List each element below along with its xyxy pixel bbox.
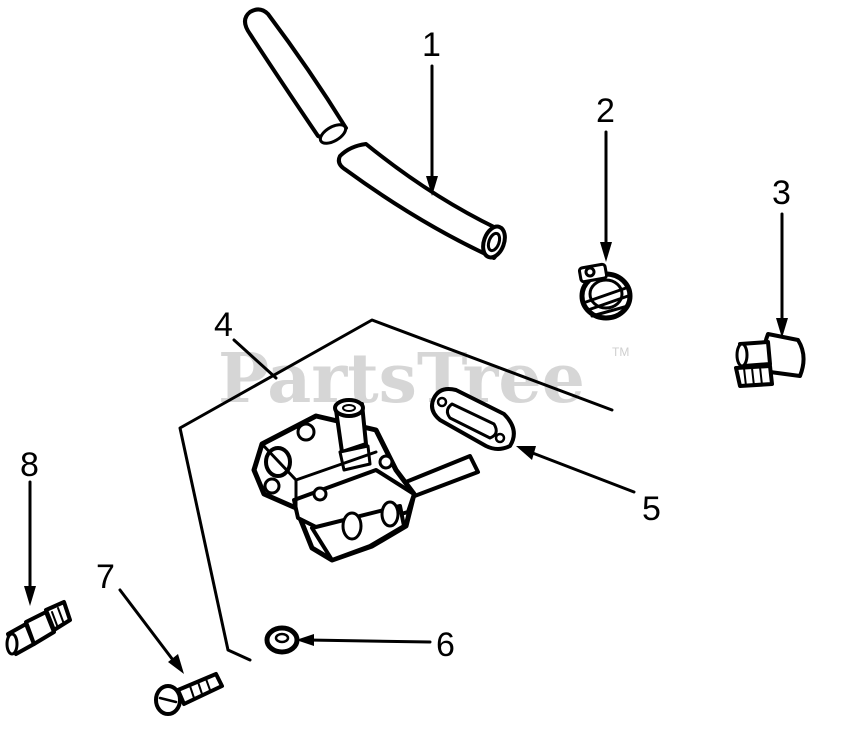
callout-6: 6 bbox=[436, 626, 455, 664]
fuel-pump-part[interactable] bbox=[251, 398, 480, 563]
watermark-tm: TM bbox=[612, 345, 629, 359]
barbed-fitting-part[interactable] bbox=[5, 600, 72, 656]
callout-3: 3 bbox=[772, 174, 791, 212]
hose-clamp-part[interactable] bbox=[577, 262, 633, 321]
fuel-hose-part[interactable] bbox=[243, 7, 509, 260]
callout-5: 5 bbox=[642, 490, 661, 528]
callout-4: 4 bbox=[214, 306, 233, 344]
callout-8: 8 bbox=[20, 446, 39, 484]
screw-part[interactable] bbox=[154, 672, 224, 716]
callout-1: 1 bbox=[422, 26, 441, 64]
elbow-fitting-part[interactable] bbox=[734, 332, 806, 388]
callout-2: 2 bbox=[596, 92, 615, 130]
fuel-pump-group-outline bbox=[178, 318, 614, 662]
callout-7: 7 bbox=[96, 558, 115, 596]
watermark-text: PartsTree bbox=[218, 339, 585, 419]
leader-lines bbox=[24, 64, 788, 674]
washer-part[interactable] bbox=[264, 625, 300, 655]
gasket-part[interactable] bbox=[430, 387, 516, 451]
